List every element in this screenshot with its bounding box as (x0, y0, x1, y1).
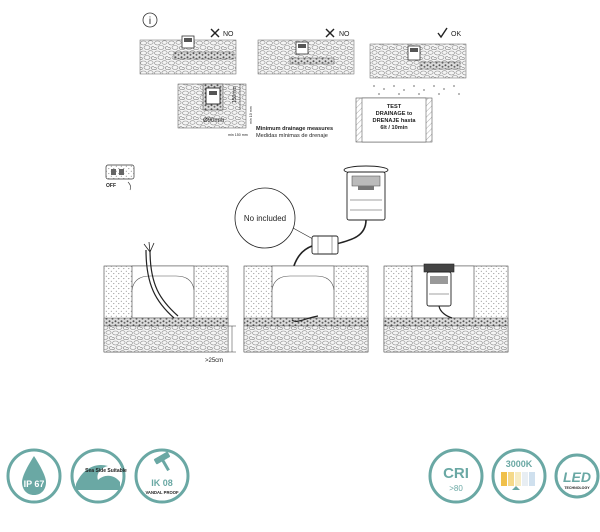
info-glyph: i (149, 16, 151, 27)
color-temperature-scale-icon (501, 472, 535, 490)
detail-height: 150mm (232, 86, 238, 103)
ik-text: IK 08 (151, 478, 173, 488)
hammer-icon (153, 451, 171, 472)
detail-bottom-dim: min 150 mm (228, 133, 248, 137)
drain-panel-incorrect-2: NO (257, 28, 355, 75)
test-line-3: DRENAJE hasta (373, 118, 417, 124)
junction-box-icon (311, 235, 339, 255)
led-text: LED (563, 469, 591, 485)
check-icon (437, 27, 448, 39)
install-step-2 (243, 265, 369, 353)
ip67-badge: IP 67 (6, 448, 62, 504)
cct-text: 3000K (506, 459, 533, 469)
detail-caption-1: Minimum drainage measures (256, 126, 333, 132)
sea-side-badge: Sea Side Suitable (70, 448, 127, 504)
panel-3-mark: OK (451, 31, 461, 38)
cross-icon (210, 28, 220, 38)
cri-subtext: >80 (449, 484, 463, 493)
test-line-4: 6lt / 10min (380, 125, 408, 131)
cross-icon (325, 28, 335, 38)
led-subtext: TECHNOLOGY (564, 486, 590, 490)
callout-bubble: No included (234, 187, 323, 249)
cct-badge: 3000K (491, 448, 547, 504)
drain-panel-correct: OK (369, 27, 467, 95)
info-icon: i (142, 12, 158, 28)
depth-label: >25cm (205, 358, 223, 364)
panel-1-mark: NO (223, 31, 234, 38)
test-line-2: DRAINAGE to (376, 111, 413, 117)
bubble-text: No included (244, 214, 286, 223)
install-step-1: >25cm (103, 241, 236, 364)
led-badge: LED TECHNOLOGY (554, 453, 600, 499)
test-drainage-box: TEST DRAINAGE to DRENAJE hasta 6lt / 10m… (355, 97, 433, 143)
drain-panel-incorrect-1: NO (139, 28, 237, 75)
detail-diameter: Ø90mm (203, 118, 224, 124)
power-switch-off: OFF (105, 164, 135, 191)
water-drop-icon (22, 456, 46, 495)
detail-caption-2: Medidas mínimas de drenaje (256, 133, 328, 139)
wave-icon (76, 464, 120, 490)
ik08-badge: IK 08 VANDAL PROOF (134, 448, 190, 504)
luminaire-body (205, 87, 221, 105)
cri-badge: CRI >80 (428, 448, 484, 504)
drainage-detail: 150mm Ø90mm min 10 mm min 150 mm Minimum… (177, 83, 333, 139)
cri-text: CRI (443, 465, 469, 482)
water-drops-icon (373, 85, 460, 95)
install-step-3 (383, 263, 509, 353)
switch-label: OFF (106, 183, 116, 189)
test-line-1: TEST (387, 104, 402, 110)
ip-text: IP 67 (24, 479, 45, 489)
sea-text: Sea Side Suitable (85, 468, 127, 474)
detail-side-dim: min 10 mm (249, 106, 253, 124)
panel-2-mark: NO (339, 31, 350, 38)
ik-subtext: VANDAL PROOF (145, 490, 179, 495)
